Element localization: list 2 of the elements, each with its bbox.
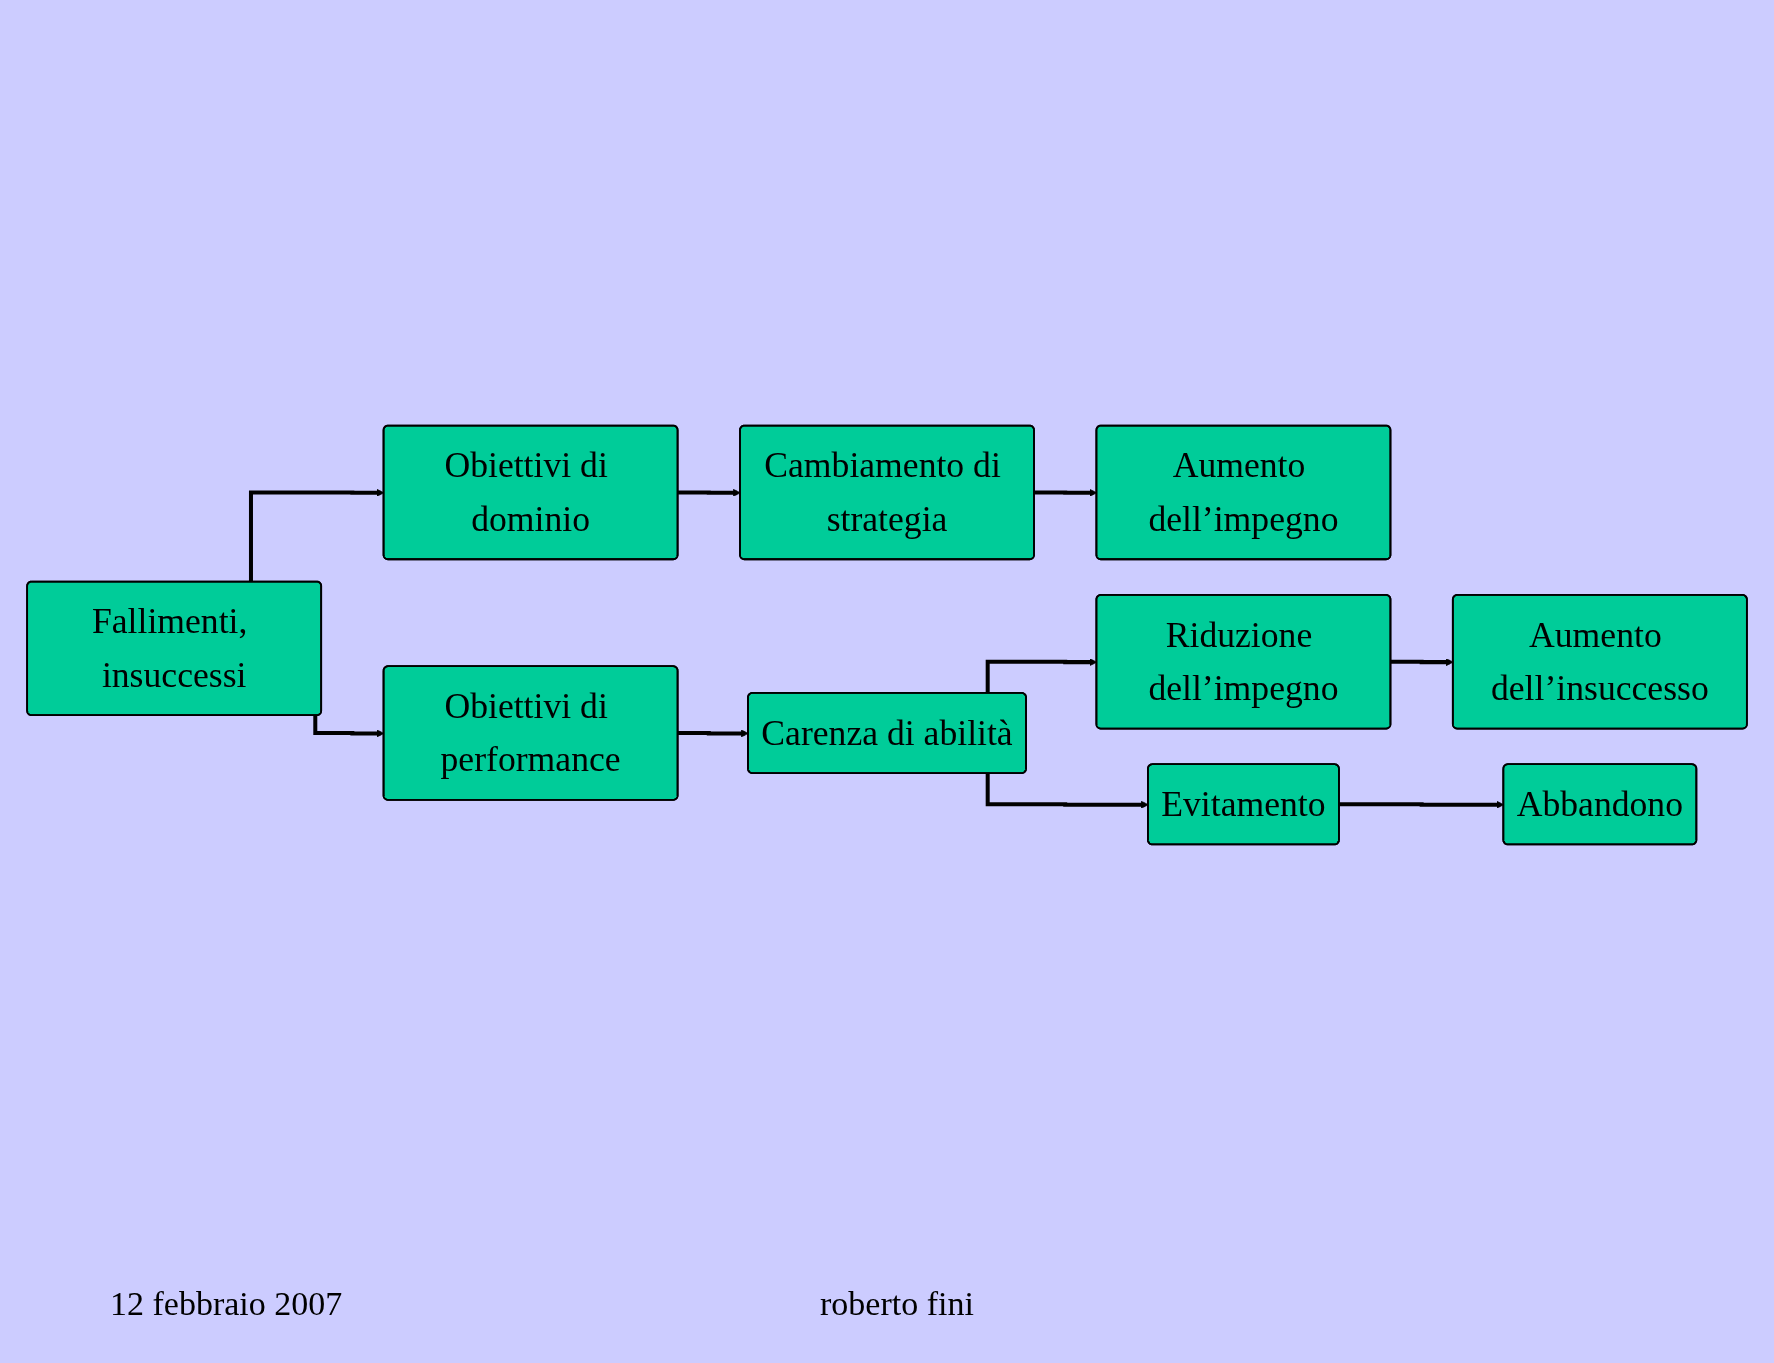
author-text: roberto fini [820,1285,974,1323]
date-text: 12 febbraio 2007 [110,1285,343,1323]
